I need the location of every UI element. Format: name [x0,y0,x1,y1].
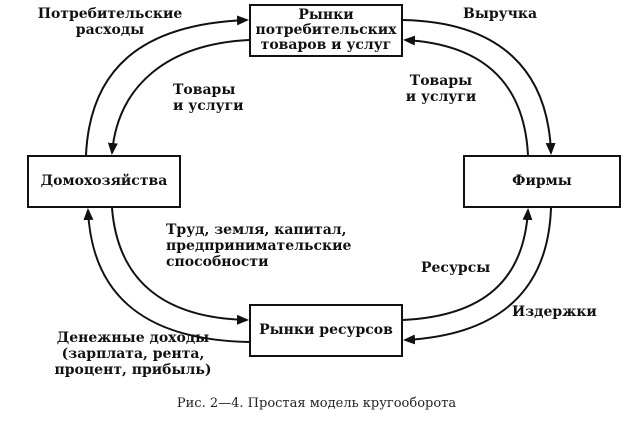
resource-market-label: Рынки ресурсов [259,322,393,338]
resource-inputs-label: Труд, земля, капитал, предпринимательски… [166,222,352,270]
households-box: Домохозяйства [27,155,181,208]
arrow-costs [403,207,552,345]
arrow-goods-to-households [107,39,250,155]
resources-label: Ресурсы [421,260,491,276]
arrow-resource-inputs [111,207,249,325]
goods-services-right-label: Товары и услуги [405,73,477,105]
costs-label: Издержки [512,304,597,320]
resource-market-box: Рынки ресурсов [249,304,403,357]
households-label: Домохозяйства [40,173,168,189]
arrow-goods-to-market [403,35,529,156]
money-income-label: Денежные доходы (зарплата, рента, процен… [54,330,212,378]
goods-services-left-label: Товары и услуги [173,82,244,114]
figure-caption: Рис. 2—4. Простая модель кругооборота [176,396,457,411]
revenue-label: Выручка [463,6,538,22]
consumer-spending-label: Потребительские расходы [37,6,183,38]
arrow-consumer-spending [85,15,249,156]
consumer-market-label: Рынки потребительских товаров и услуг [255,7,397,53]
firms-box: Фирмы [463,155,621,208]
arrow-resources-to-firms [402,208,533,321]
consumer-market-box: Рынки потребительских товаров и услуг [249,4,403,57]
arrow-money-income [83,208,250,343]
firms-label: Фирмы [512,173,572,189]
arrow-revenue [402,19,556,155]
